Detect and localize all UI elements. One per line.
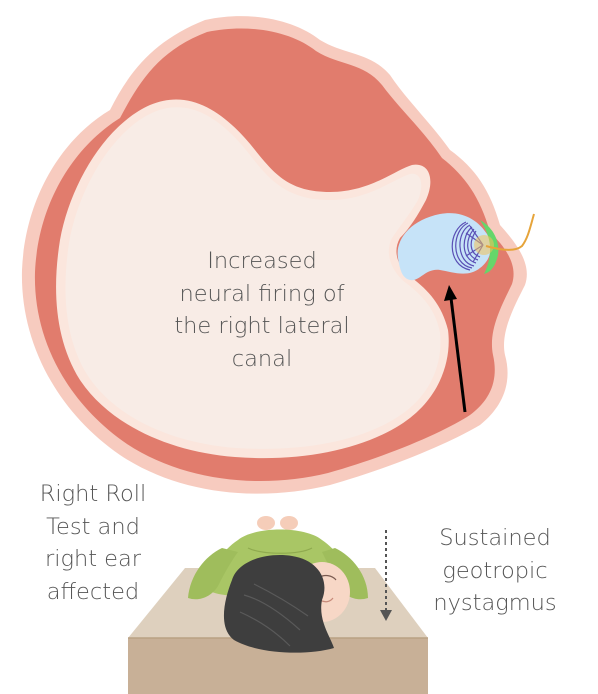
canal-label-line: the right lateral bbox=[174, 313, 350, 340]
patient-right-foot bbox=[280, 516, 298, 530]
nystagmus-label: Sustained geotropic nystagmus bbox=[416, 522, 574, 620]
nystagmus-label-line: geotropic bbox=[442, 557, 548, 584]
roll-test-label-line: affected bbox=[46, 578, 140, 605]
lateral-canal bbox=[21, 16, 535, 494]
flow-arrow bbox=[444, 285, 467, 413]
patient-right-arm bbox=[322, 548, 368, 600]
patient-left-arm bbox=[188, 548, 238, 600]
roll-test-label-line: Test and bbox=[46, 513, 140, 540]
nystagmus-label-line: Sustained bbox=[439, 525, 551, 551]
bed-front bbox=[128, 638, 428, 694]
roll-test-label-line: Right Roll bbox=[39, 481, 147, 507]
patient-hair bbox=[223, 555, 334, 653]
crista-edge bbox=[480, 220, 499, 274]
canal-firing-label: Increased neural firing of the right lat… bbox=[148, 245, 376, 376]
canal-label-line: Increased bbox=[207, 248, 317, 274]
canal-label-line: canal bbox=[231, 345, 293, 372]
hair-cells bbox=[451, 221, 484, 271]
nerve-glow bbox=[474, 235, 494, 255]
nerve-fiber bbox=[485, 213, 535, 251]
roll-test-label: Right Roll Test and right ear affected bbox=[14, 478, 172, 609]
patient bbox=[188, 516, 368, 653]
roll-test-label-line: right ear bbox=[44, 546, 142, 573]
nystagmus-label-line: nystagmus bbox=[433, 590, 557, 617]
canal-lumen-inner bbox=[65, 107, 441, 449]
canal-label-line: neural firing of bbox=[179, 280, 345, 307]
patient-left-foot bbox=[257, 516, 275, 530]
nystagmus-arrow bbox=[380, 530, 392, 621]
